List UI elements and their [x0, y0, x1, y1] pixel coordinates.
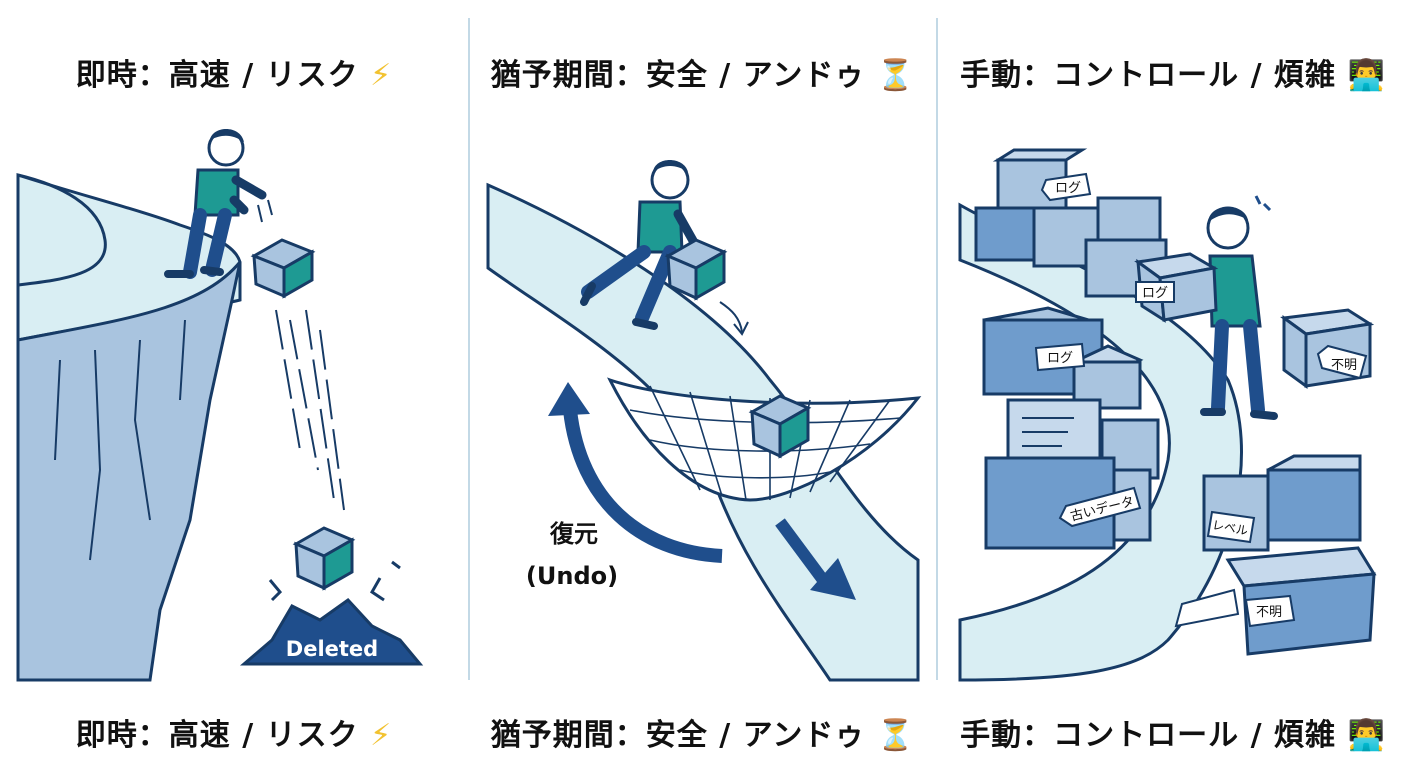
person-throwing [164, 129, 267, 279]
cliff-illustration: Deleted [16, 129, 424, 682]
box-unknown-right [1280, 308, 1375, 389]
person-carrying [580, 160, 701, 330]
technologist-icon: 👨‍💻 [1347, 718, 1386, 753]
box-pile-right [1174, 454, 1377, 656]
panel-bottom-title: 即時：高速 / リスク ⚡ [0, 710, 468, 754]
tag-unknown-1-text: 不明 [1331, 358, 1357, 373]
lightning-icon: ⚡ [370, 58, 393, 93]
tag-level-text: レベル [1211, 518, 1249, 538]
tag-level: レベル [1206, 510, 1256, 544]
worried-person [1200, 195, 1278, 420]
tag-unknown-2-text: 不明 [1256, 605, 1282, 620]
cluttered-boxes-illustration: ログ ログ 不明 [958, 148, 1377, 682]
box-pile-left [982, 306, 1160, 550]
panel-bottom-title: 手動：コントロール / 煩雑 👨‍💻 [938, 710, 1408, 754]
panel-bottom-title-text: 即時：高速 / リスク [75, 718, 359, 753]
falling-cube-top [250, 238, 316, 299]
panel-title: 手動：コントロール / 煩雑 👨‍💻 [938, 50, 1408, 94]
tag-log-2: ログ [1135, 281, 1175, 303]
technologist-icon: 👨‍💻 [1347, 58, 1386, 93]
safety-net-illustration: 復元 (Undo) [486, 160, 922, 682]
tag-log-1-text: ログ [1055, 181, 1081, 196]
panel-bottom-title-text: 猶予期間：安全 / アンドゥ [490, 718, 866, 753]
undo-label: (Undo) [526, 562, 618, 590]
panel-title-text: 即時：高速 / リスク [75, 58, 359, 93]
panel-manual: 手動：コントロール / 煩雑 👨‍💻 ログ [938, 0, 1408, 768]
tag-log-1: ログ [1040, 172, 1092, 202]
panel-title: 即時：高速 / リスク ⚡ [0, 50, 468, 94]
panel-divider [936, 18, 938, 680]
panel-bottom-title: 猶予期間：安全 / アンドゥ ⏳ [470, 710, 936, 754]
panel-bottom-title-text: 手動：コントロール / 煩雑 [960, 718, 1337, 753]
panel-title-text: 猶予期間：安全 / アンドゥ [490, 58, 866, 93]
panel-title: 猶予期間：安全 / アンドゥ ⏳ [470, 50, 936, 94]
panel-divider [468, 18, 470, 680]
code-cube-carried [664, 238, 728, 301]
lightning-icon: ⚡ [370, 718, 393, 753]
hourglass-icon: ⏳ [876, 58, 916, 93]
tag-unknown-1: 不明 [1316, 344, 1368, 380]
hourglass-icon: ⏳ [876, 718, 916, 753]
code-cube-in-net [748, 394, 812, 459]
tag-log-3-text: ログ [1047, 351, 1073, 366]
tag-log-3: ログ [1034, 342, 1086, 372]
tag-log-2-text: ログ [1142, 286, 1168, 301]
panel-grace-period: 猶予期間：安全 / アンドゥ ⏳ [470, 0, 936, 768]
deleted-label: Deleted [286, 637, 378, 661]
restore-label: 復元 [549, 520, 598, 548]
restore-arrow [563, 409, 723, 563]
panel-title-text: 手動：コントロール / 煩雑 [960, 58, 1337, 93]
falling-cube-bottom [292, 526, 356, 591]
panel-immediate: 即時：高速 / リスク ⚡ [0, 0, 468, 768]
downstream-arrow [775, 518, 831, 588]
tag-old-data: 古いデータ [1058, 486, 1142, 528]
tag-unknown-2: 不明 [1244, 594, 1296, 628]
